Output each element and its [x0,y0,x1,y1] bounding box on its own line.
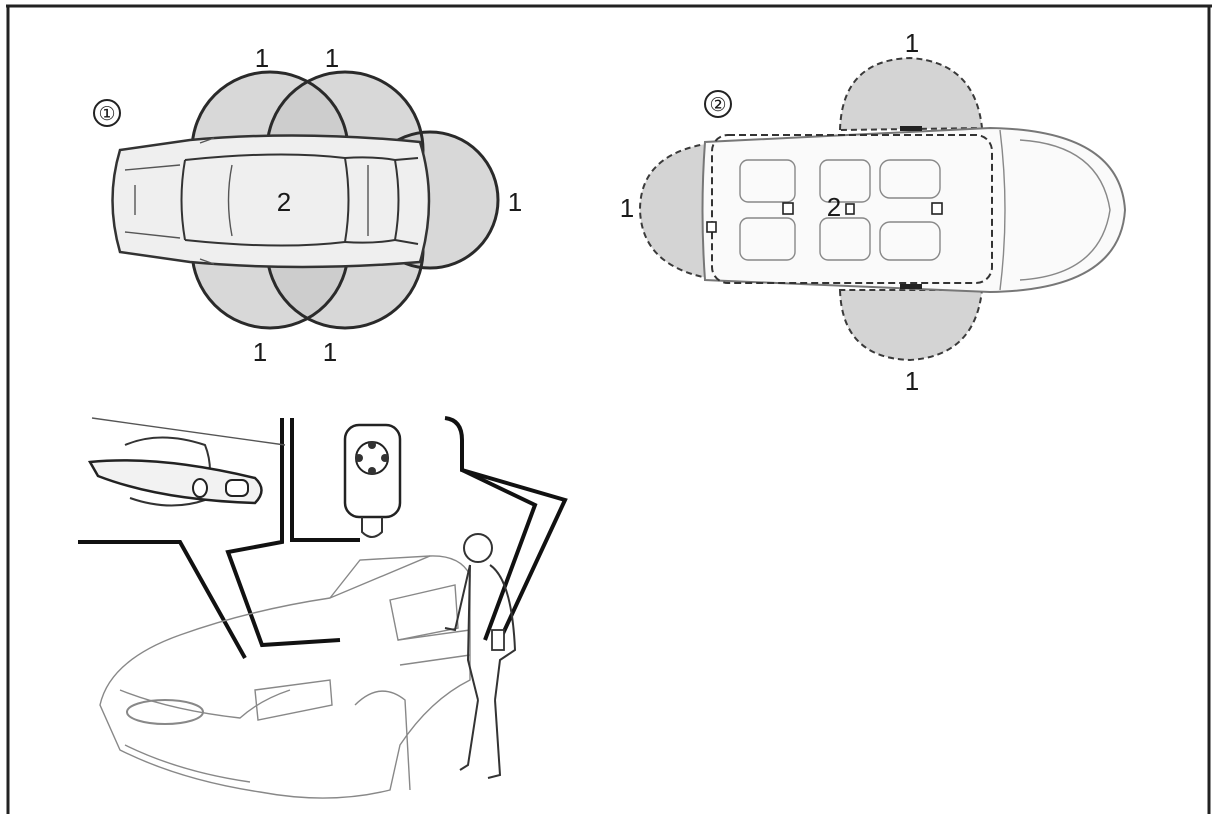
antenna-door-bottom [900,284,922,289]
diagram-2-center-label: 2 [827,192,841,222]
antenna-rear [706,221,717,233]
zone-front-door-top [838,56,984,132]
diagram-2-badge-ring [704,90,732,118]
diagram-1-zone-label-top-right: 1 [325,43,339,73]
diagram-1-badge-ring [93,99,121,127]
diagram-1-zone-label-rear: 1 [508,187,522,217]
diagram-2-zone-label-top: 1 [905,28,919,58]
diagram-1-center-label: 2 [277,187,291,217]
car-front-three-quarter-view [99,555,471,799]
car-top-view-1 [111,134,431,269]
diagram-1-zone-label-bottom-left: 1 [253,337,267,367]
diagram-2-interior-range: ② 2 1 1 1 [620,28,1127,396]
antenna-console [845,203,855,215]
diagram-1-exterior-range: ① 2 1 1 1 1 1 [93,43,522,367]
diagram-1-badge: ① [98,104,115,125]
door-handle-closeup [87,417,286,507]
antenna-door-top [900,126,922,131]
antenna-rear-seat [782,202,794,215]
diagram-2-zone-label-bottom: 1 [905,366,919,396]
zone-front-door-bottom [838,289,984,362]
diagram-2-zone-label-rear: 1 [620,193,634,223]
illustration-person-unlocking-car [78,416,568,799]
zone-cabin-interior [711,134,993,284]
zone-rear-left [638,140,721,282]
diagram-1-zone-label-top-left: 1 [255,43,269,73]
diagram-2-badge: ② [709,95,726,116]
person-figure [444,533,517,779]
key-fob-icon [343,423,402,538]
car-top-view-2 [701,126,1127,294]
antenna-front [931,202,943,215]
diagram-1-zone-label-bottom-right: 1 [323,337,337,367]
